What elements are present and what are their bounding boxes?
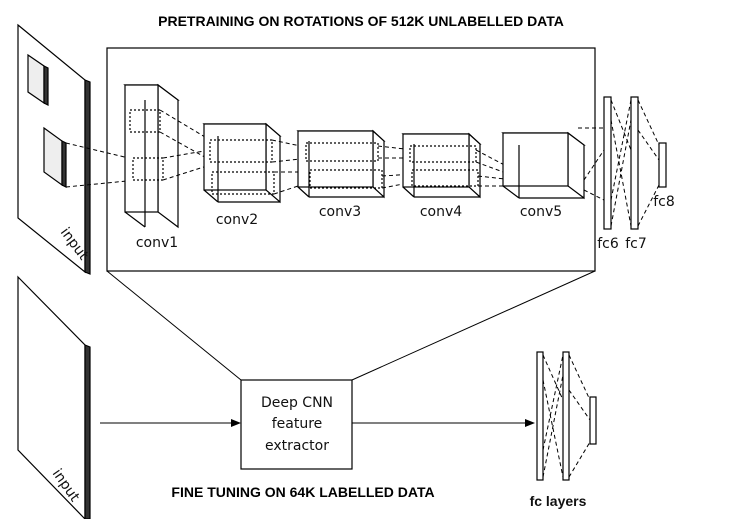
fc-layers-label: fc layers <box>530 493 587 509</box>
conv3-label: conv3 <box>319 204 361 220</box>
fc-stack-bottom <box>536 351 597 481</box>
finetuning-title: FINE TUNING ON 64K LABELLED DATA <box>171 484 434 500</box>
pretraining-title: PRETRAINING ON ROTATIONS OF 512K UNLABEL… <box>158 13 564 29</box>
extractor-to-fc-arrow <box>352 419 535 427</box>
conv2-block <box>202 122 282 204</box>
bottom-input-image <box>17 275 91 519</box>
fc-stack-top <box>603 96 667 230</box>
conv3-block <box>296 129 386 199</box>
fc6-label: fc6 <box>597 236 619 252</box>
fc8-label: fc8 <box>653 194 675 210</box>
input-to-extractor-arrow <box>100 419 241 427</box>
extractor-line-3: extractor <box>265 438 329 454</box>
pretraining-frame <box>106 47 596 272</box>
conv5-block <box>501 131 586 200</box>
conv5-to-fc6-connectors <box>578 127 605 201</box>
extractor-line-2: feature <box>272 416 323 432</box>
conv1-block <box>123 83 180 229</box>
conv4-label: conv4 <box>420 204 462 220</box>
conv1-label: conv1 <box>136 235 178 251</box>
fc7-label: fc7 <box>625 236 647 252</box>
deep-cnn-feature-extractor-box <box>240 379 353 470</box>
top-input-image <box>17 23 91 275</box>
conv4-block <box>401 132 482 199</box>
conv2-label: conv2 <box>216 212 258 228</box>
conv1-to-conv2-connectors <box>159 109 211 181</box>
extractor-line-1: Deep CNN <box>261 395 333 411</box>
frame-to-extractor-lines <box>106 270 596 381</box>
conv5-label: conv5 <box>520 204 562 220</box>
